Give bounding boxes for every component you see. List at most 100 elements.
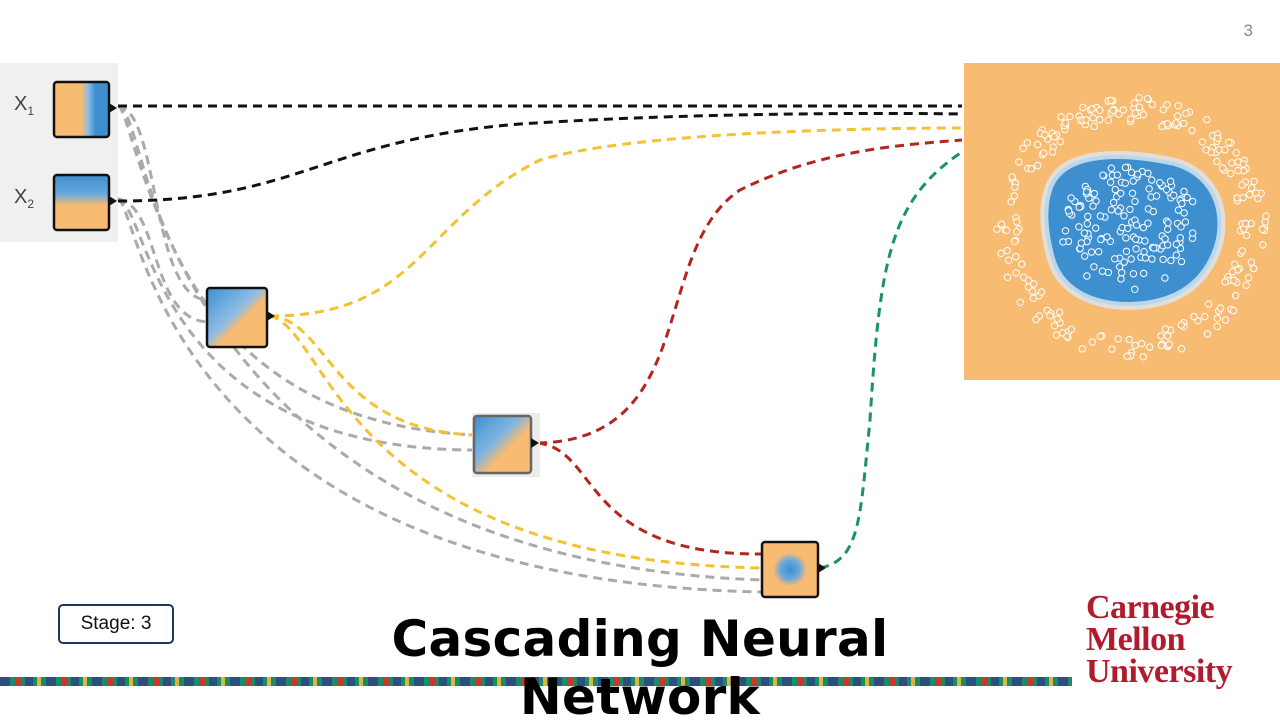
- blue-point: [1064, 207, 1073, 215]
- orange-point: [1229, 306, 1238, 315]
- blue-point: [1120, 258, 1128, 266]
- orange-point: [1157, 341, 1166, 350]
- blue-point: [1107, 206, 1116, 214]
- orange-point: [1201, 312, 1209, 321]
- orange-point: [1159, 105, 1168, 114]
- orange-point: [1174, 102, 1182, 110]
- orange-point: [1108, 345, 1116, 353]
- blue-point: [1104, 268, 1113, 277]
- blue-point: [1121, 179, 1130, 187]
- orange-point: [1082, 116, 1090, 124]
- orange-point: [1096, 332, 1105, 340]
- orange-point: [1249, 264, 1258, 273]
- blue-point: [1132, 245, 1140, 253]
- orange-point: [1239, 160, 1248, 168]
- logo-line-carnegie: Carnegie: [1086, 589, 1215, 626]
- orange-point: [1096, 115, 1104, 124]
- blue-point: [1131, 285, 1139, 293]
- edge-h2-h3: [537, 441, 763, 556]
- orange-point: [1125, 335, 1134, 344]
- blue-point: [1081, 252, 1089, 260]
- orange-point: [1158, 122, 1166, 131]
- blue-point: [1164, 225, 1172, 233]
- orange-point: [1008, 173, 1016, 181]
- blue-point: [1164, 241, 1172, 249]
- orange-point: [1242, 231, 1251, 240]
- blue-point: [1145, 185, 1153, 193]
- orange-point: [1230, 276, 1238, 284]
- orange-point: [993, 225, 1001, 233]
- orange-point: [1019, 144, 1027, 153]
- orange-point: [1177, 345, 1186, 353]
- orange-point: [1143, 95, 1152, 103]
- orange-point: [1050, 133, 1058, 141]
- edge-x1-h2: [117, 104, 476, 437]
- blue-point: [1075, 223, 1083, 231]
- node-x1: [52, 80, 117, 139]
- cmu-logo: Carnegie Mellon University: [1086, 589, 1266, 690]
- blue-point: [1116, 263, 1124, 271]
- blue-point: [1140, 248, 1148, 256]
- orange-point: [1056, 308, 1064, 316]
- input-edges: [117, 104, 763, 594]
- blue-point: [1189, 197, 1197, 206]
- orange-point: [1247, 258, 1256, 266]
- logo-line-mellon: Mellon: [1086, 621, 1185, 658]
- orange-point: [1246, 190, 1254, 199]
- blue-point: [1080, 229, 1089, 237]
- orange-point: [1234, 166, 1242, 175]
- blue-point: [1087, 248, 1096, 256]
- orange-point: [1089, 114, 1097, 122]
- blue-point: [1095, 248, 1103, 256]
- blue-point: [1159, 255, 1167, 264]
- blue-point: [1132, 235, 1140, 243]
- orange-point: [1079, 103, 1087, 112]
- blue-point: [1140, 269, 1148, 278]
- blue-point: [1083, 272, 1091, 280]
- orange-point: [1115, 110, 1123, 118]
- orange-point: [1137, 339, 1146, 348]
- orange-point: [1157, 332, 1165, 340]
- orange-point: [1261, 218, 1270, 226]
- input-label-x1: X1: [14, 93, 35, 118]
- blue-point: [1161, 235, 1169, 243]
- blue-point: [1139, 223, 1148, 232]
- orange-point: [1146, 343, 1154, 351]
- blue-point: [1111, 255, 1119, 263]
- logo-line-university: University: [1086, 653, 1233, 690]
- orange-point: [1182, 109, 1190, 118]
- input-label-x2: X2: [14, 186, 35, 211]
- blue-point: [1122, 247, 1131, 256]
- blue-point: [1090, 189, 1099, 198]
- blue-point: [1092, 224, 1100, 232]
- orange-point: [1139, 111, 1148, 119]
- orange-point: [1061, 119, 1070, 127]
- blue-point: [1176, 234, 1185, 242]
- blue-point: [1111, 185, 1120, 194]
- blue-point: [1132, 221, 1141, 229]
- blue-point: [1164, 219, 1172, 227]
- blue-point: [1106, 178, 1115, 186]
- blue-point: [1089, 202, 1097, 210]
- blue-point: [1161, 274, 1169, 282]
- orange-point: [1003, 226, 1011, 235]
- slide-title: Cascading Neural Network: [391, 610, 889, 726]
- orange-point: [1131, 341, 1139, 350]
- orange-point: [1205, 300, 1213, 308]
- output-panel: [964, 63, 1280, 380]
- orange-point: [1052, 331, 1061, 339]
- orange-point: [1163, 101, 1171, 109]
- edge-h2-out: [537, 138, 963, 445]
- blue-point: [1117, 275, 1125, 283]
- orange-point: [1007, 198, 1015, 206]
- blue-point: [1150, 244, 1158, 252]
- orange-point: [1174, 112, 1182, 120]
- orange-point: [1228, 159, 1236, 167]
- orange-point: [997, 220, 1006, 228]
- orange-point: [1213, 322, 1221, 331]
- blue-point: [1131, 197, 1139, 206]
- orange-point: [1225, 138, 1233, 147]
- blue-point: [1174, 206, 1183, 214]
- blue-point: [1099, 171, 1107, 179]
